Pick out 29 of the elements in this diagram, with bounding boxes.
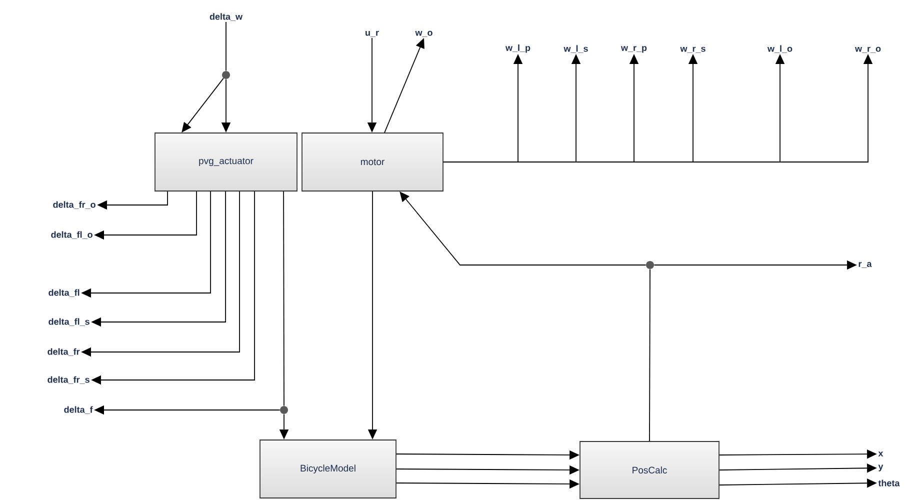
process-box: pvg_actuator xyxy=(154,132,298,192)
signal-label: u_r xyxy=(366,30,379,37)
signal-label: delta_fr_s xyxy=(48,376,90,384)
signal-label: delta_fl_o xyxy=(51,231,92,239)
process-box: PosCalc xyxy=(580,441,720,499)
junction-dot xyxy=(646,261,654,269)
signal-label: delta_fr_o xyxy=(53,201,96,209)
signal-label: w_r_p xyxy=(620,46,647,53)
signal-label: delta_fr xyxy=(48,348,80,356)
junction-dot xyxy=(222,71,230,79)
process-box: motor xyxy=(302,132,444,192)
signal-label: r_a xyxy=(858,262,872,268)
signal-label: x xyxy=(878,452,884,456)
signal-label: delta_w xyxy=(210,13,243,21)
connector-line xyxy=(283,191,284,406)
process-box: BicycleModel xyxy=(260,440,396,498)
signal-label: delta_fl_s xyxy=(48,318,90,326)
signal-label: w_l_p xyxy=(505,44,530,53)
signal-label: w_r_s xyxy=(680,46,706,53)
signal-label: w_r_o xyxy=(854,46,881,53)
signal-label: delta_fl xyxy=(48,289,80,297)
signal-label: y xyxy=(878,464,884,472)
signal-label: delta_f xyxy=(64,406,93,414)
signal-label: w_o xyxy=(415,30,432,37)
junction-dot xyxy=(280,406,288,414)
connector-line xyxy=(649,268,650,442)
signal-label: theta xyxy=(878,480,900,486)
signal-label: w_l_s xyxy=(564,45,588,53)
signal-label: w_l_o xyxy=(767,45,792,53)
